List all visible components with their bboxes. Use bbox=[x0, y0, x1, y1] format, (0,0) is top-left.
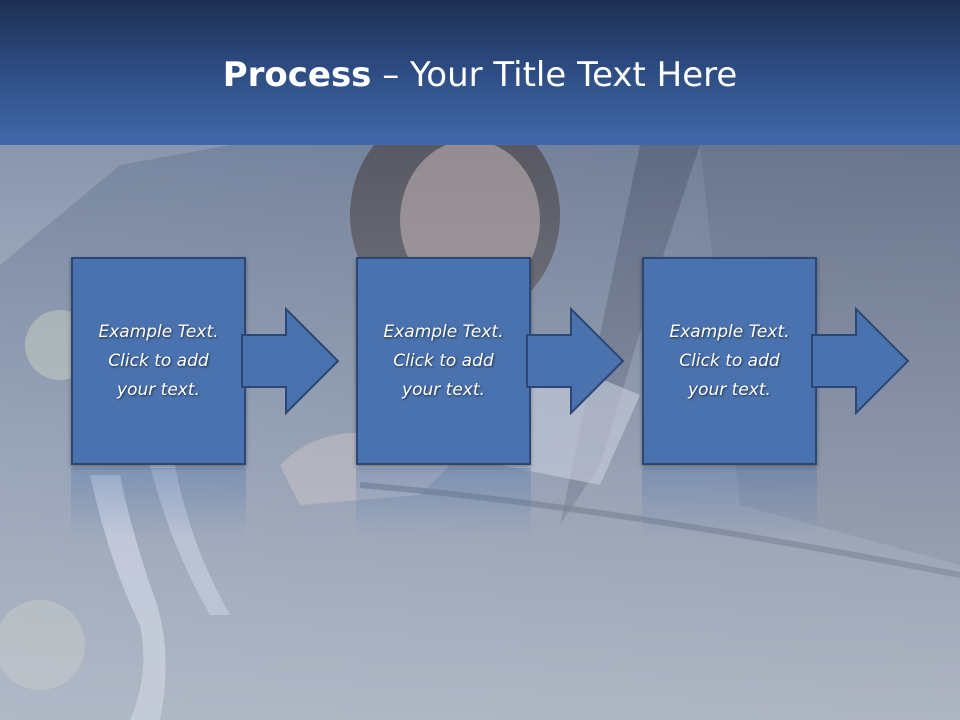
step-box[interactable]: Example Text. Click to add your text. bbox=[642, 257, 817, 465]
step-box[interactable]: Example Text. Click to add your text. bbox=[71, 257, 246, 465]
step-reflection bbox=[642, 468, 817, 538]
step-text-line: your text. bbox=[688, 379, 771, 400]
right-arrow-icon bbox=[526, 307, 625, 415]
right-arrow-icon bbox=[811, 307, 910, 415]
process-step-1[interactable]: Example Text. Click to add your text. bbox=[71, 257, 246, 465]
title-bar: Process – Your Title Text Here bbox=[0, 0, 960, 145]
step-text-line: Example Text. bbox=[669, 321, 790, 342]
slide-title[interactable]: Process – Your Title Text Here bbox=[0, 52, 960, 98]
step-text-line: your text. bbox=[402, 379, 485, 400]
step-box[interactable]: Example Text. Click to add your text. bbox=[356, 257, 531, 465]
step-text-line: Click to add bbox=[108, 350, 209, 371]
step-text-line: Example Text. bbox=[98, 321, 219, 342]
step-text: Example Text. Click to add your text. bbox=[655, 318, 805, 405]
step-reflection bbox=[356, 468, 531, 538]
step-text-line: Click to add bbox=[679, 350, 780, 371]
step-text: Example Text. Click to add your text. bbox=[369, 318, 519, 405]
title-bold: Process bbox=[222, 55, 372, 95]
step-text: Example Text. Click to add your text. bbox=[84, 318, 234, 405]
step-text-line: Example Text. bbox=[383, 321, 504, 342]
title-rest: – Your Title Text Here bbox=[371, 55, 738, 95]
step-text-line: Click to add bbox=[393, 350, 494, 371]
step-reflection bbox=[71, 468, 246, 538]
right-arrow-icon bbox=[241, 307, 340, 415]
process-step-2[interactable]: Example Text. Click to add your text. bbox=[356, 257, 531, 465]
process-step-3[interactable]: Example Text. Click to add your text. bbox=[642, 257, 817, 465]
step-text-line: your text. bbox=[117, 379, 200, 400]
